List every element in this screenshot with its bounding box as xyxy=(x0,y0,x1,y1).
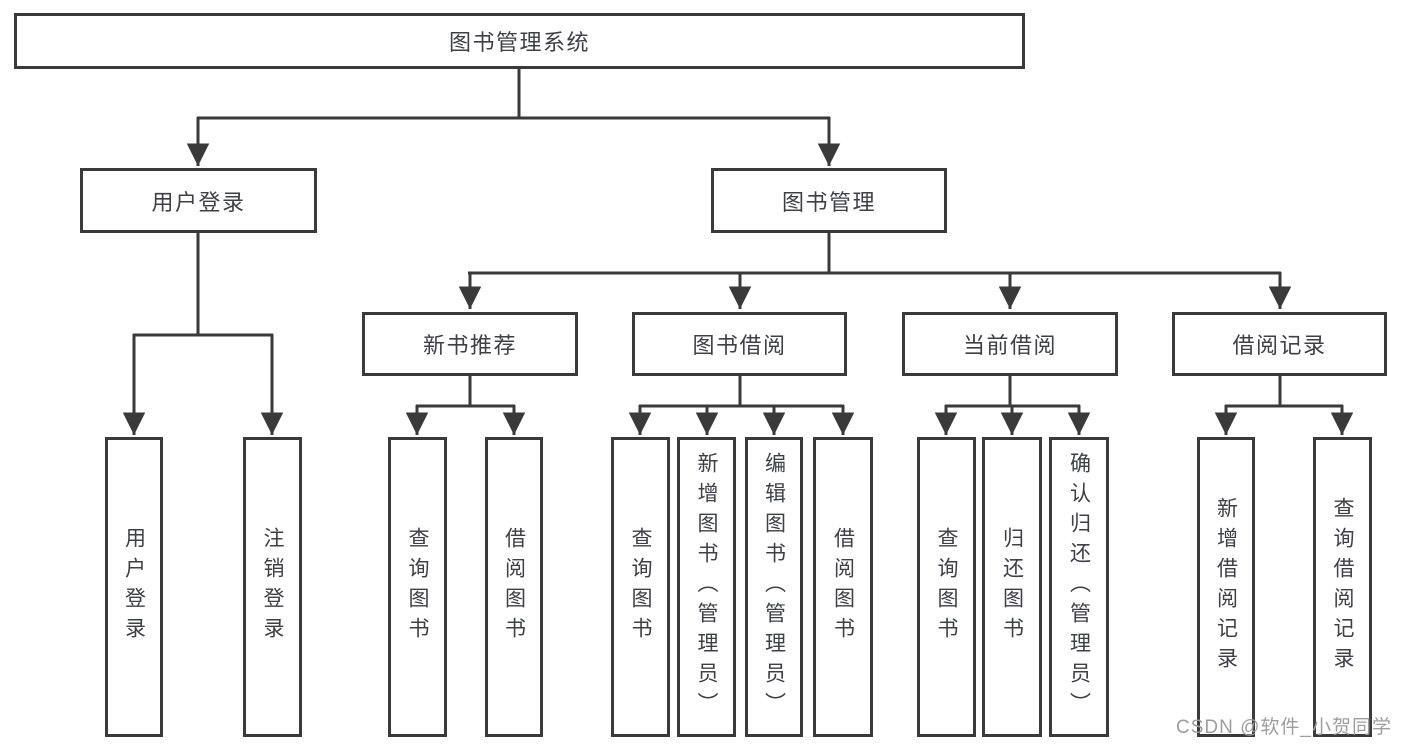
leaf-confirm-return-admin: 确认归还（管理员） xyxy=(1049,437,1109,737)
node-new-book-recommend: 新书推荐 xyxy=(362,312,578,376)
connector-current-trunk xyxy=(945,376,1080,408)
connector-root-trunk xyxy=(197,69,830,120)
leaf-logout: 注销登录 xyxy=(243,437,302,737)
connector-borrowing-trunk xyxy=(639,376,844,408)
node-book-management: 图书管理 xyxy=(711,168,947,233)
node-book-borrowing: 图书借阅 xyxy=(632,312,847,376)
leaf-add-borrow-record: 新增借阅记录 xyxy=(1197,437,1255,737)
leaf-user-login: 用户登录 xyxy=(105,437,163,737)
node-user-login: 用户登录 xyxy=(80,168,317,233)
leaf-borrow-books-recommend: 借阅图书 xyxy=(485,437,543,737)
node-current-borrowing: 当前借阅 xyxy=(902,312,1118,376)
leaf-query-books-current: 查询图书 xyxy=(917,437,976,737)
leaf-return-book: 归还图书 xyxy=(982,437,1042,737)
leaf-add-book-admin: 新增图书（管理员） xyxy=(677,437,736,737)
connector-mgmt-trunk xyxy=(468,233,1281,275)
node-library-management-system: 图书管理系统 xyxy=(14,13,1025,69)
connector-recommend-trunk xyxy=(416,376,515,408)
leaf-query-books-borrowing: 查询图书 xyxy=(611,437,670,737)
node-borrowing-records: 借阅记录 xyxy=(1172,312,1387,376)
leaf-query-books-recommend: 查询图书 xyxy=(388,437,447,737)
leaf-query-borrow-record: 查询借阅记录 xyxy=(1313,437,1372,737)
leaf-borrow-books: 借阅图书 xyxy=(813,437,873,737)
leaf-edit-book-admin: 编辑图书（管理员） xyxy=(745,437,803,737)
csdn-watermark: CSDN @软件_小贺同学 xyxy=(1176,717,1392,738)
connector-records-trunk xyxy=(1225,376,1343,408)
connector-login-trunk xyxy=(133,233,273,337)
